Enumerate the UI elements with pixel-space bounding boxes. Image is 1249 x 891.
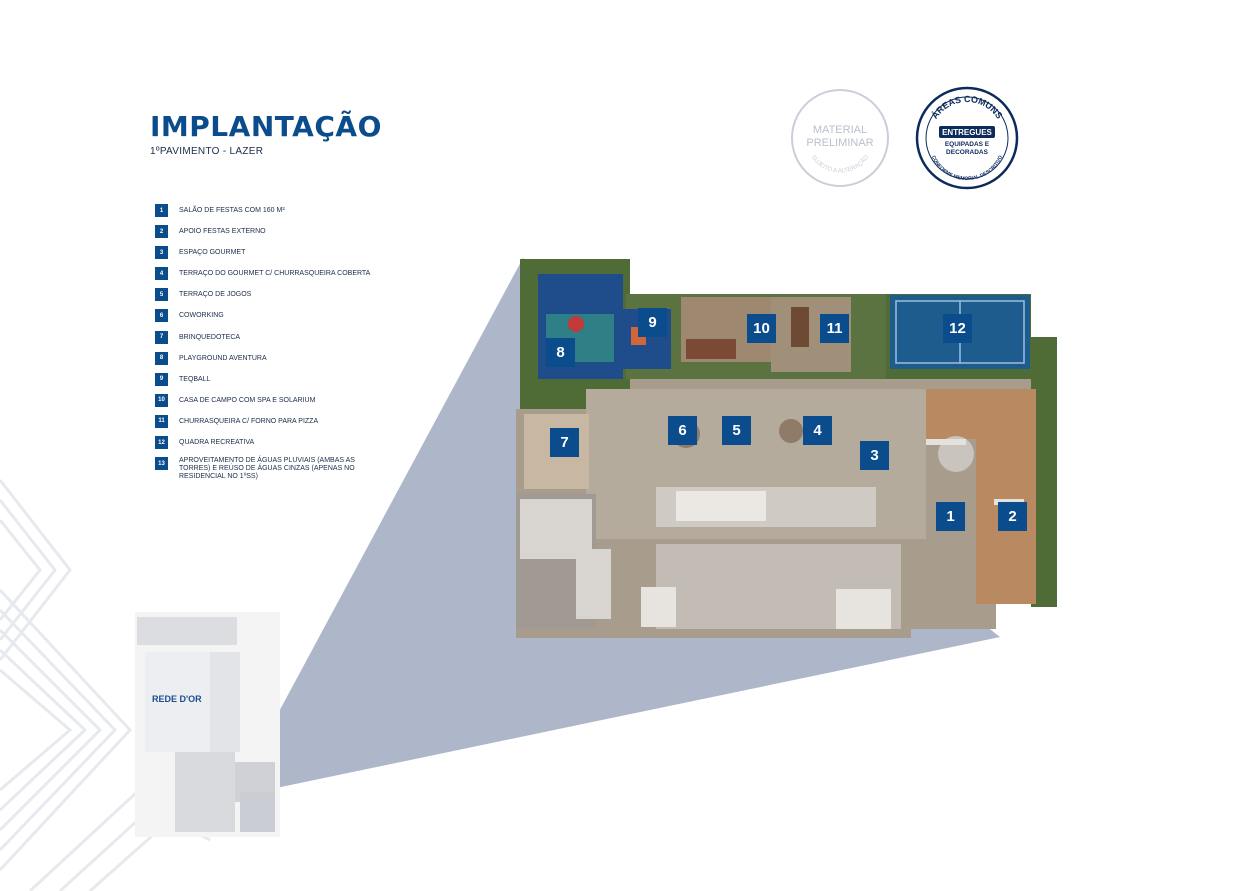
floor-plan: 1 2 3 4 5 6 7 8 9 10 11 12: [516, 259, 1057, 638]
page-title: IMPLANTAÇÃO: [150, 110, 382, 143]
legend-number-badge: 6: [155, 309, 168, 323]
plan-marker: 11: [820, 314, 849, 343]
legend-number-badge: 5: [155, 288, 168, 302]
plan-marker: 9: [638, 308, 667, 337]
seal-line2: EQUIPADAS E: [945, 141, 990, 148]
legend-item: 4 TERRAÇO DO GOURMET C/ CHURRASQUEIRA COB…: [155, 267, 395, 288]
site-thumbnail: [135, 612, 280, 837]
plan-marker: 8: [546, 338, 575, 367]
legend-label: BRINQUEDOTECA: [179, 333, 241, 341]
legend-number-badge: 13: [155, 457, 168, 471]
legend-item: 12 QUADRA RECREATIVA: [155, 436, 395, 457]
floor-plan-drawing: [516, 259, 1057, 638]
seal-line2: PRELIMINAR: [806, 137, 873, 149]
seal-arc-text: SUJEITO A ALTERAÇÃO: [810, 154, 871, 174]
legend-number-badge: 3: [155, 246, 168, 260]
legend-item: 8 PLAYGROUND AVENTURA: [155, 351, 395, 373]
seal-line3: DECORADAS: [946, 149, 989, 156]
page-subtitle: 1ºPAVIMENTO - LAZER: [150, 146, 264, 157]
legend-number-badge: 11: [155, 414, 168, 428]
plan-marker: 12: [943, 314, 972, 343]
legend-item: 10 CASA DE CAMPO COM SPA E SOLARIUM: [155, 393, 395, 415]
legend-label: ESPAÇO GOURMET: [179, 249, 246, 257]
plan-marker: 1: [936, 502, 965, 531]
legend-number-badge: 7: [155, 330, 168, 344]
plan-marker: 3: [860, 441, 889, 470]
plan-marker: 5: [722, 416, 751, 445]
plan-marker: 6: [668, 416, 697, 445]
legend-label: QUADRA RECREATIVA: [179, 439, 255, 447]
legend-item: 13 APROVEITAMENTO DE ÁGUAS PLUVIAIS (AMBA…: [155, 457, 395, 487]
legend-number-badge: 10: [155, 393, 168, 407]
legend-item: 1 SALÃO DE FESTAS COM 160 M²: [155, 204, 395, 225]
legend-label: SALÃO DE FESTAS COM 160 M²: [179, 207, 285, 214]
legend-item: 5 TERRAÇO DE JOGOS: [155, 288, 395, 309]
legend-label: CASA DE CAMPO COM SPA E SOLARIUM: [179, 396, 316, 404]
plan-marker: 2: [998, 502, 1027, 531]
legend-item: 11 CHURRASQUEIRA C/ FORNO PARA PIZZA: [155, 414, 395, 436]
seal-line1: MATERIAL: [813, 124, 867, 136]
legend-label: TERRAÇO DE JOGOS: [179, 291, 252, 299]
legend-label: COWORKING: [179, 312, 224, 320]
legend-item: 6 COWORKING: [155, 309, 395, 330]
legend-number-badge: 1: [155, 204, 168, 217]
legend-label: TERRAÇO DO GOURMET C/ CHURRASQUEIRA COBE…: [179, 270, 371, 278]
legend-number-badge: 12: [155, 436, 168, 450]
plan-marker: 4: [803, 416, 832, 445]
legend-label: APOIO FESTAS EXTERNO: [179, 228, 266, 236]
legend-list: 1 SALÃO DE FESTAS COM 160 M² 2 APOIO FESTA…: [155, 204, 395, 487]
legend-label: CHURRASQUEIRA C/ FORNO PARA PIZZA: [179, 417, 319, 425]
common-areas-seal: ÁREAS COMUNS ENTREGUES EQUIPADAS E DECOR…: [915, 86, 1019, 190]
seal-line1: ENTREGUES: [942, 128, 992, 137]
legend-label: TEQBALL: [179, 375, 211, 383]
legend-item: 2 APOIO FESTAS EXTERNO: [155, 225, 395, 246]
svg-text:SUJEITO A ALTERAÇÃO: SUJEITO A ALTERAÇÃO: [810, 154, 871, 174]
legend-item: 3 ESPAÇO GOURMET: [155, 246, 395, 267]
preliminary-material-seal: MATERIAL PRELIMINAR SUJEITO A ALTERAÇÃO: [791, 89, 889, 187]
legend-label: PLAYGROUND AVENTURA: [179, 354, 267, 362]
plan-marker: 10: [747, 314, 776, 343]
legend-item: 9 TEQBALL: [155, 372, 395, 394]
thumbnail-label: REDE D'OR: [152, 694, 202, 704]
legend-number-badge: 2: [155, 225, 168, 239]
plan-marker: 7: [550, 428, 579, 457]
legend-number-badge: 8: [155, 351, 168, 365]
legend-number-badge: 4: [155, 267, 168, 281]
legend-item: 7 BRINQUEDOTECA: [155, 330, 395, 352]
legend-label: APROVEITAMENTO DE ÁGUAS PLUVIAIS (AMBAS …: [179, 457, 355, 481]
legend-number-badge: 9: [155, 372, 168, 386]
